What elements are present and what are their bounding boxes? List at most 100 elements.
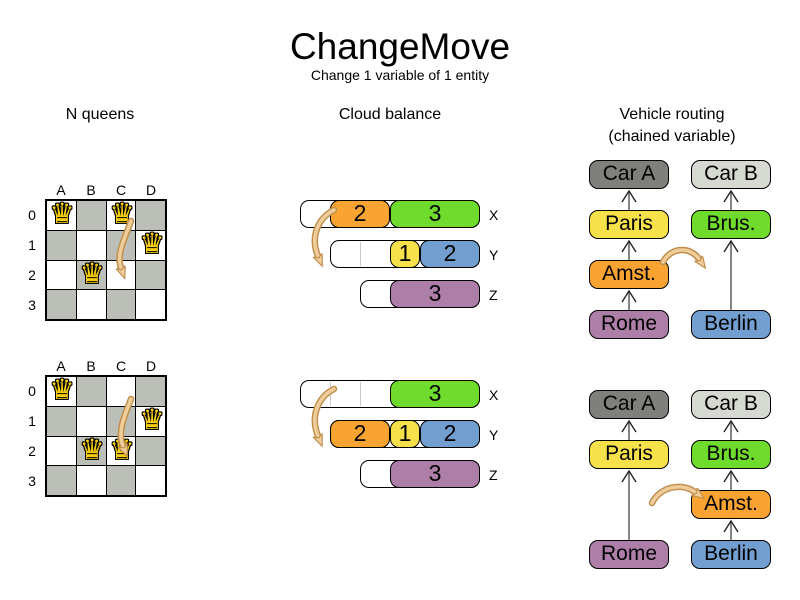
- vrp-move-arrow-after-outline: [648, 483, 699, 507]
- vrp-node: Berlin: [691, 540, 771, 569]
- board-cell: [136, 260, 165, 290]
- chain-arrowhead-icon: [621, 469, 637, 483]
- vrp-node: Car A: [589, 390, 669, 419]
- queen-icon: ♛: [109, 198, 135, 229]
- board-row-label: 3: [28, 473, 36, 489]
- vrp-node: Amst.: [589, 260, 669, 289]
- queen-icon: ♛: [49, 374, 75, 405]
- board-cell: [106, 466, 136, 495]
- board-row-label: 2: [28, 267, 36, 283]
- board-cell: [76, 466, 106, 495]
- vrp-node: Berlin: [691, 310, 771, 339]
- page-title: ChangeMove: [289, 26, 511, 67]
- vrp-node: Paris: [589, 440, 669, 469]
- queen-icon: ♛: [139, 228, 165, 259]
- chessboard-after: [45, 375, 167, 497]
- vrp-node: Car B: [691, 390, 771, 419]
- cloud-process-block: 3: [390, 200, 480, 228]
- computer-label: Y: [489, 427, 499, 443]
- queen-icon: ♛: [79, 258, 105, 289]
- board-cell: [76, 201, 106, 230]
- vehicle-routing-title-line2: (chained variable): [608, 128, 736, 145]
- board-cell: [136, 466, 165, 495]
- board-cell: [106, 290, 136, 319]
- vrp-move-arrow-after: [650, 485, 695, 505]
- cloud-process-block: 1: [390, 420, 420, 448]
- computer-label: Z: [489, 287, 498, 303]
- computer-label: Z: [489, 467, 498, 483]
- computer-label: Y: [489, 247, 499, 263]
- board-cell: [47, 466, 76, 495]
- board-cell: [47, 436, 76, 466]
- board-col-label: B: [86, 358, 96, 374]
- board-cell: [136, 290, 165, 319]
- board-cell: [106, 406, 136, 436]
- queen-icon: ♛: [79, 434, 105, 465]
- board-row-label: 0: [28, 207, 36, 223]
- board-cell: [76, 230, 106, 260]
- board-cell: [136, 377, 165, 406]
- board-col-label: C: [115, 182, 127, 198]
- board-cell: [76, 260, 106, 290]
- chain-arrowhead-icon: [621, 189, 637, 203]
- chain-arrowhead-icon: [723, 519, 739, 533]
- computer-label: X: [489, 207, 499, 223]
- board-cell: [47, 377, 76, 406]
- board-cell: [47, 290, 76, 319]
- section-title-nqueens: N queens: [65, 106, 135, 123]
- cloud-process-block: 3: [390, 460, 480, 488]
- chessboard-before: [45, 199, 167, 321]
- board-cell: [106, 230, 136, 260]
- board-cell: [47, 230, 76, 260]
- track-divider: [330, 382, 331, 406]
- vrp-node: Amst.: [691, 490, 771, 519]
- board-row-label: 0: [28, 383, 36, 399]
- board-cell: [76, 406, 106, 436]
- queen-icon: ♛: [109, 434, 135, 465]
- vrp-node: Paris: [589, 210, 669, 239]
- chain-arrowhead-icon: [723, 189, 739, 203]
- page-subtitle: Change 1 variable of 1 entity: [310, 67, 490, 83]
- cloud-process-block: 1: [390, 240, 420, 268]
- board-cell: [76, 377, 106, 406]
- board-cell: [76, 436, 106, 466]
- board-cell: [76, 290, 106, 319]
- cloud-process-block: 2: [420, 420, 480, 448]
- board-cell: [136, 436, 165, 466]
- board-col-label: C: [115, 358, 127, 374]
- chain-arrowhead-icon: [621, 239, 637, 253]
- track-divider: [360, 382, 361, 406]
- board-col-label: D: [145, 182, 157, 198]
- chain-arrowhead-icon: [621, 289, 637, 303]
- computer-label: X: [489, 387, 499, 403]
- vrp-node: Car A: [589, 160, 669, 189]
- board-row-label: 3: [28, 297, 36, 313]
- track-divider: [360, 242, 361, 266]
- cloud-process-block: 3: [390, 280, 480, 308]
- cloud-process-block: 2: [330, 200, 390, 228]
- queen-icon: ♛: [49, 198, 75, 229]
- board-cell: [106, 377, 136, 406]
- board-row-label: 1: [28, 237, 36, 253]
- vrp-node: Rome: [589, 310, 669, 339]
- vrp-move-arrow-before-outline: [659, 246, 703, 266]
- vehicle-routing-title-line1: Vehicle routing: [619, 106, 725, 123]
- chain-arrowhead-icon: [621, 419, 637, 433]
- section-title-cloud-balance: Cloud balance: [338, 106, 442, 123]
- chain-arrowhead-icon: [723, 469, 739, 483]
- vrp-node: Brus.: [691, 440, 771, 469]
- chain-arrowhead-icon: [723, 239, 739, 253]
- vrp-node: Car B: [691, 160, 771, 189]
- board-cell: [136, 406, 165, 436]
- chain-arrowhead-icon: [723, 419, 739, 433]
- board-row-label: 2: [28, 443, 36, 459]
- cloud-process-block: 3: [390, 380, 480, 408]
- cloud-process-block: 2: [330, 420, 390, 448]
- board-cell: [47, 201, 76, 230]
- board-col-label: B: [86, 182, 96, 198]
- board-cell: [136, 201, 165, 230]
- vrp-node: Rome: [589, 540, 669, 569]
- vrp-move-arrow-before: [661, 248, 699, 262]
- board-cell: [106, 260, 136, 290]
